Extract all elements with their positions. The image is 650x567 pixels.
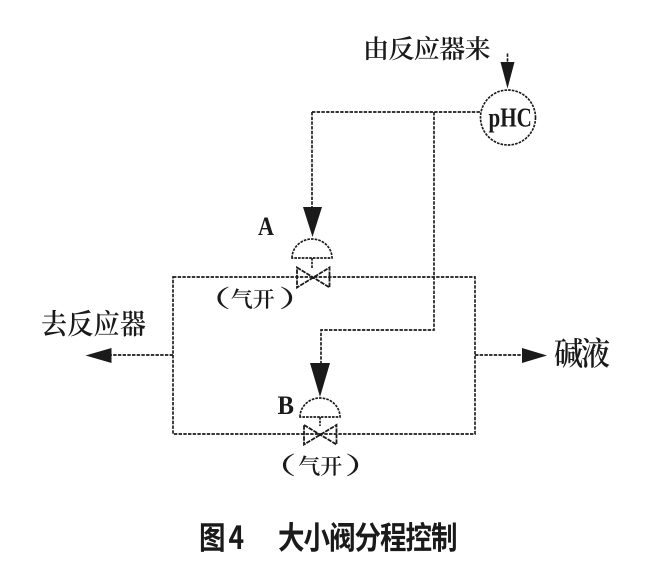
svg-text:B: B bbox=[278, 391, 295, 420]
svg-text:A: A bbox=[258, 213, 274, 241]
svg-text:pHC: pHC bbox=[489, 103, 532, 133]
